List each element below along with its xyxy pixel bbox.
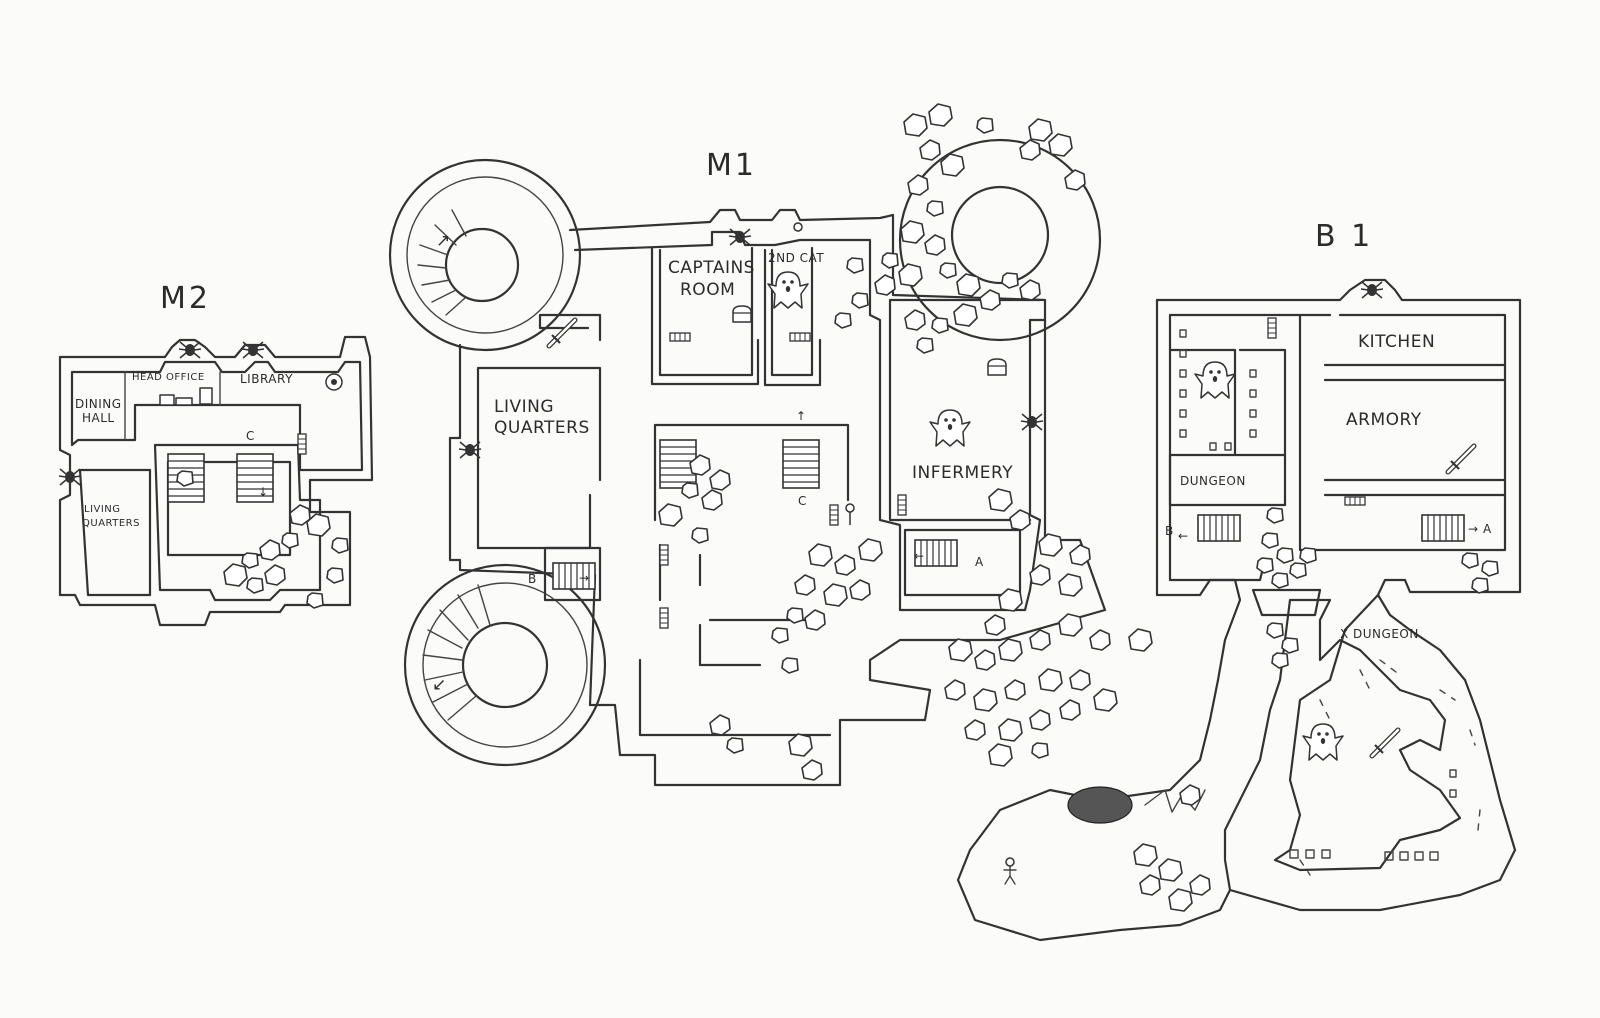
m2-title: M2 [160,281,211,316]
m1-marker-c: C [798,494,807,508]
m2-room-library: LIBRARY [240,372,293,386]
rubble-dark-icon [1067,786,1133,824]
spider-icon [58,468,82,486]
ghost-icon [1194,361,1236,399]
b1-title: B 1 [1315,219,1373,254]
b1-room-x-dungeon: X DUNGEON [1340,627,1419,641]
sword-icon [549,320,575,346]
spider-icon [458,441,482,459]
svg-text:→: → [1468,522,1479,536]
svg-text:↗: ↗ [436,231,451,251]
m1-marker-a: A [975,555,984,569]
spider-icon [1020,413,1044,431]
cell-bars [1179,329,1457,861]
key-icon [845,503,855,525]
b1-marker-a: A [1483,522,1492,536]
spiral-stairs-icon: ↙ [403,563,607,767]
m1-room-second-cat: 2ND CAT [768,251,824,265]
m1-room-infirmary: INFERMERY [912,463,1013,483]
m1-room-living-2: QUARTERS [494,418,590,438]
svg-text:↙: ↙ [432,675,447,695]
b1-marker-b: B [1165,524,1174,538]
person-icon [1003,857,1017,885]
map-m1: M1 ↗ ↙ → B [388,103,1153,787]
bridge-icon [1144,588,1322,813]
ghost-icon [1302,723,1344,761]
m1-room-captains-1: CAPTAINS [668,258,755,278]
m2-room-dining-1: DINING [75,397,122,411]
eye-icon [325,373,343,391]
crate-icon [159,387,213,406]
map-b1: B 1 ← B → A [956,219,1522,942]
m1-room-living-1: LIVING [494,397,554,417]
ghost-icon [929,409,971,447]
svg-text:←: ← [914,549,925,563]
svg-text:→: → [579,571,590,585]
m1-marker-b: B [528,572,537,586]
sword-icon [1448,446,1474,472]
treasure-chest-icon [732,305,752,323]
map-m2: M2 ↓ C DINING HALL HEAD OFFICE LIBRARY L… [58,281,374,627]
m1-room-captains-2: ROOM [680,280,735,300]
svg-text:↓: ↓ [258,485,269,499]
m2-room-living-1: LIVING [84,504,121,515]
spiral-stairs-icon: ↗ [388,158,582,352]
b1-room-armory: ARMORY [1346,410,1422,430]
m1-title: M1 [706,148,757,183]
spider-icon [241,341,265,359]
b1-room-dungeon: DUNGEON [1180,474,1246,488]
ghost-icon [767,271,809,309]
m2-room-dining-2: HALL [82,411,115,425]
svg-text:←: ← [1178,529,1189,543]
rubble-icon [1133,507,1499,912]
spider-icon [728,228,752,246]
m2-room-living-2: QUARTERS [82,518,140,529]
b1-room-kitchen: KITCHEN [1358,332,1435,352]
spider-icon [1360,281,1384,299]
spider-icon [178,341,202,359]
m2-marker-c: C [246,429,255,443]
svg-text:↑: ↑ [796,409,807,423]
sword-icon [1372,730,1398,756]
treasure-chest-icon [987,358,1007,376]
m2-room-head-office: HEAD OFFICE [132,372,205,383]
